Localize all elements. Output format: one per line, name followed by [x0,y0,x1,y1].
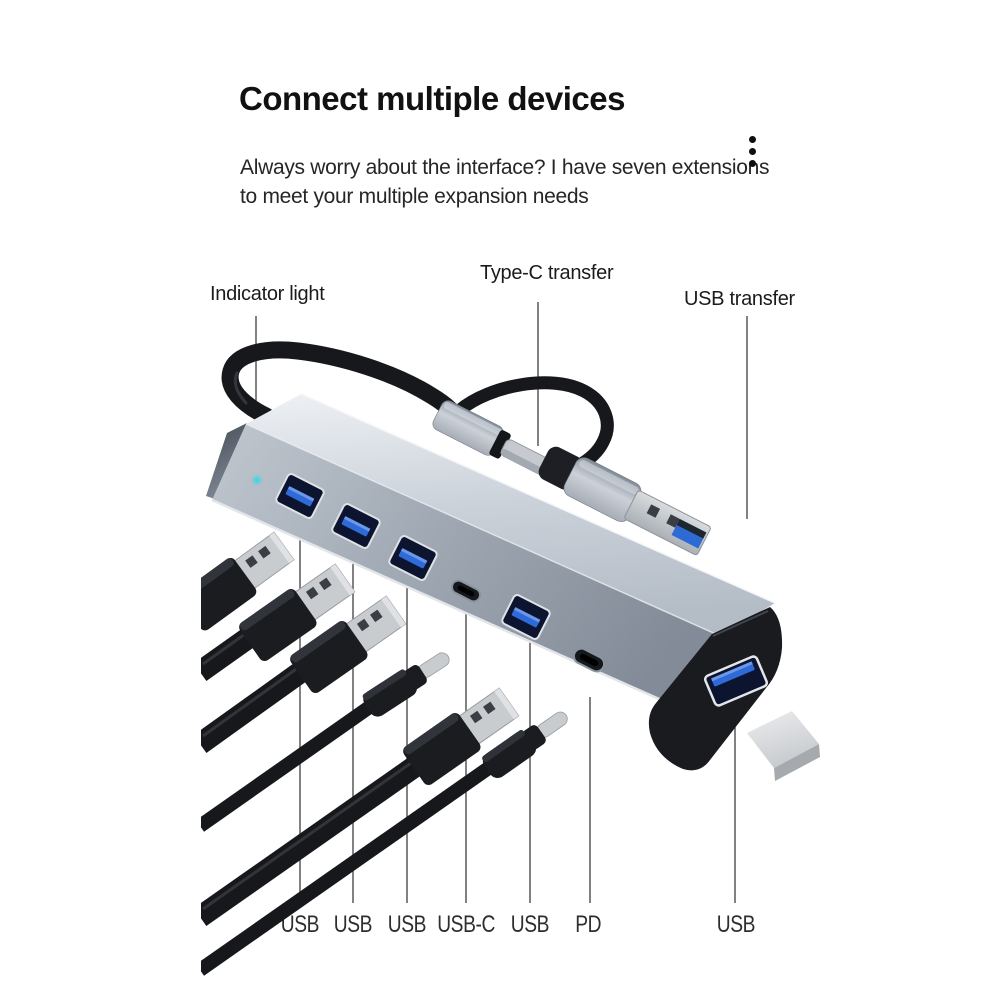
callout-usb-transfer: USB transfer [684,288,795,310]
cable-usb-c [195,700,376,832]
usb-c-plug [362,652,450,717]
usb-hub-body [206,393,783,771]
port-label-usb-2: USB [333,911,373,938]
port-label-pd: PD [575,911,601,938]
usb-a-port-1 [275,473,325,519]
subtitle-line-1: Always worry about the interface? I have… [240,156,770,179]
cable-usb-4 [193,757,421,927]
usb-a-plug-2 [239,563,356,662]
type-c-connector [432,400,550,475]
port-label-usb-end: USB [716,911,756,938]
ellipsis-dot [749,136,756,143]
indicator-led [251,474,263,486]
cable-usb-c-pd [195,761,495,976]
hub-top-face [246,394,775,636]
ellipsis-dot [749,160,756,167]
subtitle: Always worry about the interface? I have… [240,153,770,211]
photo-crop-mask [0,0,201,1000]
usb-a-adapter-connector [538,446,711,556]
hub-left-end [206,423,247,499]
usb-a-port-4 [501,594,551,640]
desk-object [747,711,820,781]
usb-c-plug-pd [482,711,568,778]
port-label-usb-4: USB [510,911,550,938]
subtitle-line-2: to meet your multiple expansion needs [240,185,589,208]
port-label-usb-3: USB [387,911,427,938]
hub-bottom-bevel [211,498,714,725]
usb-a-port-end [703,655,769,707]
callout-type-c-transfer: Type-C transfer [480,262,614,284]
callout-indicator-light: Indicator light [210,283,325,305]
vertical-ellipsis-icon [749,136,757,172]
ellipsis-dot [749,148,756,155]
adapter-tether-cable [453,376,614,473]
usb-a-port-2 [331,503,381,549]
cable-usb-2 [193,624,262,681]
usb-a-plug-3 [290,595,407,694]
usb-a-port-3 [388,535,438,581]
cable-usb-3 [193,662,309,753]
usb-a-plug-4 [403,687,520,786]
hub-cable [221,341,614,473]
page-title: Connect multiple devices [239,80,625,117]
hub-front-face [212,424,747,723]
pd-port [572,647,606,673]
port-label-usb-c: USB-C [437,911,495,938]
usb-c-port [450,579,482,603]
